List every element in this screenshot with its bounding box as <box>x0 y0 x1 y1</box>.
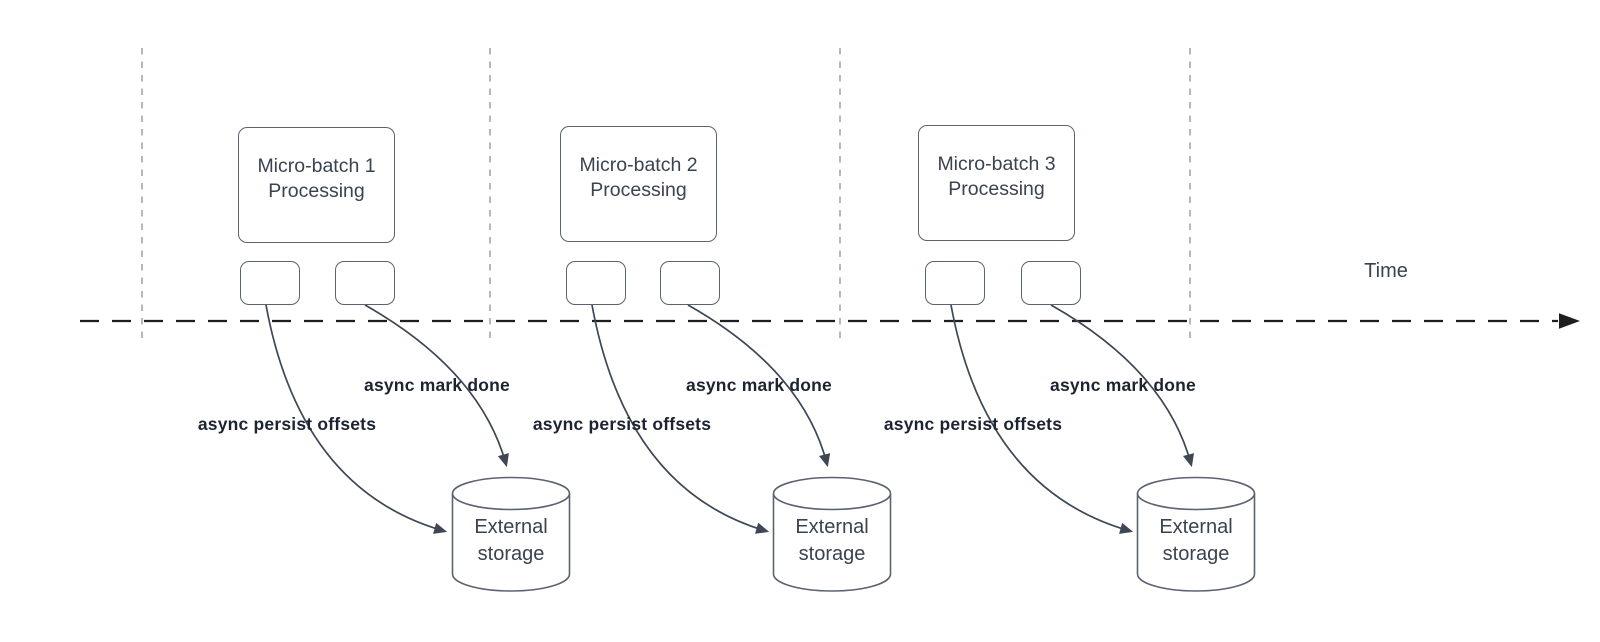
micro-batch-2-title-line1: Micro-batch 2 <box>579 154 698 176</box>
cylinder-icon <box>451 476 571 592</box>
mark-done-label-3: async mark done <box>1050 375 1196 395</box>
mark-done-task-box-1 <box>335 261 395 305</box>
cylinder-icon <box>772 476 892 592</box>
time-axis-label: Time <box>1364 260 1408 282</box>
persist-offsets-label-3: async persist offsets <box>883 414 1063 434</box>
micro-batch-2-processing-box: Micro-batch 2 Processing <box>560 126 717 242</box>
external-storage-cylinder-1: External storage <box>451 476 571 594</box>
micro-batch-2-title-line2: Processing <box>590 179 687 201</box>
cylinder-icon <box>1136 476 1256 592</box>
persist-offsets-arrow-1 <box>265 304 448 534</box>
external-storage-cylinder-3: External storage <box>1136 476 1256 594</box>
micro-batch-1-title-line2: Processing <box>268 180 365 202</box>
external-storage-cylinder-2: External storage <box>772 476 892 594</box>
mark-done-label-2: async mark done <box>686 375 832 395</box>
micro-batch-1-title-line1: Micro-batch 1 <box>257 155 376 177</box>
storage-label-line2: storage <box>1162 543 1230 565</box>
persist-offsets-task-box-2 <box>566 261 626 305</box>
storage-label-line2: storage <box>798 543 866 565</box>
mark-done-arrow-3 <box>1050 304 1195 468</box>
persist-offsets-task-box-3 <box>925 261 985 305</box>
time-axis-arrowhead-icon <box>1559 313 1580 329</box>
micro-batch-3-processing-box: Micro-batch 3 Processing <box>918 125 1075 241</box>
storage-label-line2: storage <box>477 543 545 565</box>
persist-offsets-arrow-2 <box>591 304 770 534</box>
mark-done-task-box-2 <box>660 261 720 305</box>
persist-offsets-label-2: async persist offsets <box>532 414 712 434</box>
storage-label-line1: External <box>1159 516 1233 538</box>
mark-done-arrow-1 <box>364 304 509 468</box>
micro-batch-1-processing-box: Micro-batch 1 Processing <box>238 127 395 243</box>
mark-done-arrow-2 <box>687 304 831 468</box>
mark-done-label-1: async mark done <box>364 375 510 395</box>
persist-offsets-label-1: async persist offsets <box>197 414 377 434</box>
storage-label-line1: External <box>474 516 548 538</box>
persist-offsets-task-box-1 <box>240 261 300 305</box>
micro-batch-3-title-line2: Processing <box>948 178 1045 200</box>
mark-done-task-box-3 <box>1021 261 1081 305</box>
micro-batch-3-title-line1: Micro-batch 3 <box>937 153 1056 175</box>
persist-offsets-arrow-3 <box>950 304 1134 534</box>
storage-label-line1: External <box>795 516 869 538</box>
